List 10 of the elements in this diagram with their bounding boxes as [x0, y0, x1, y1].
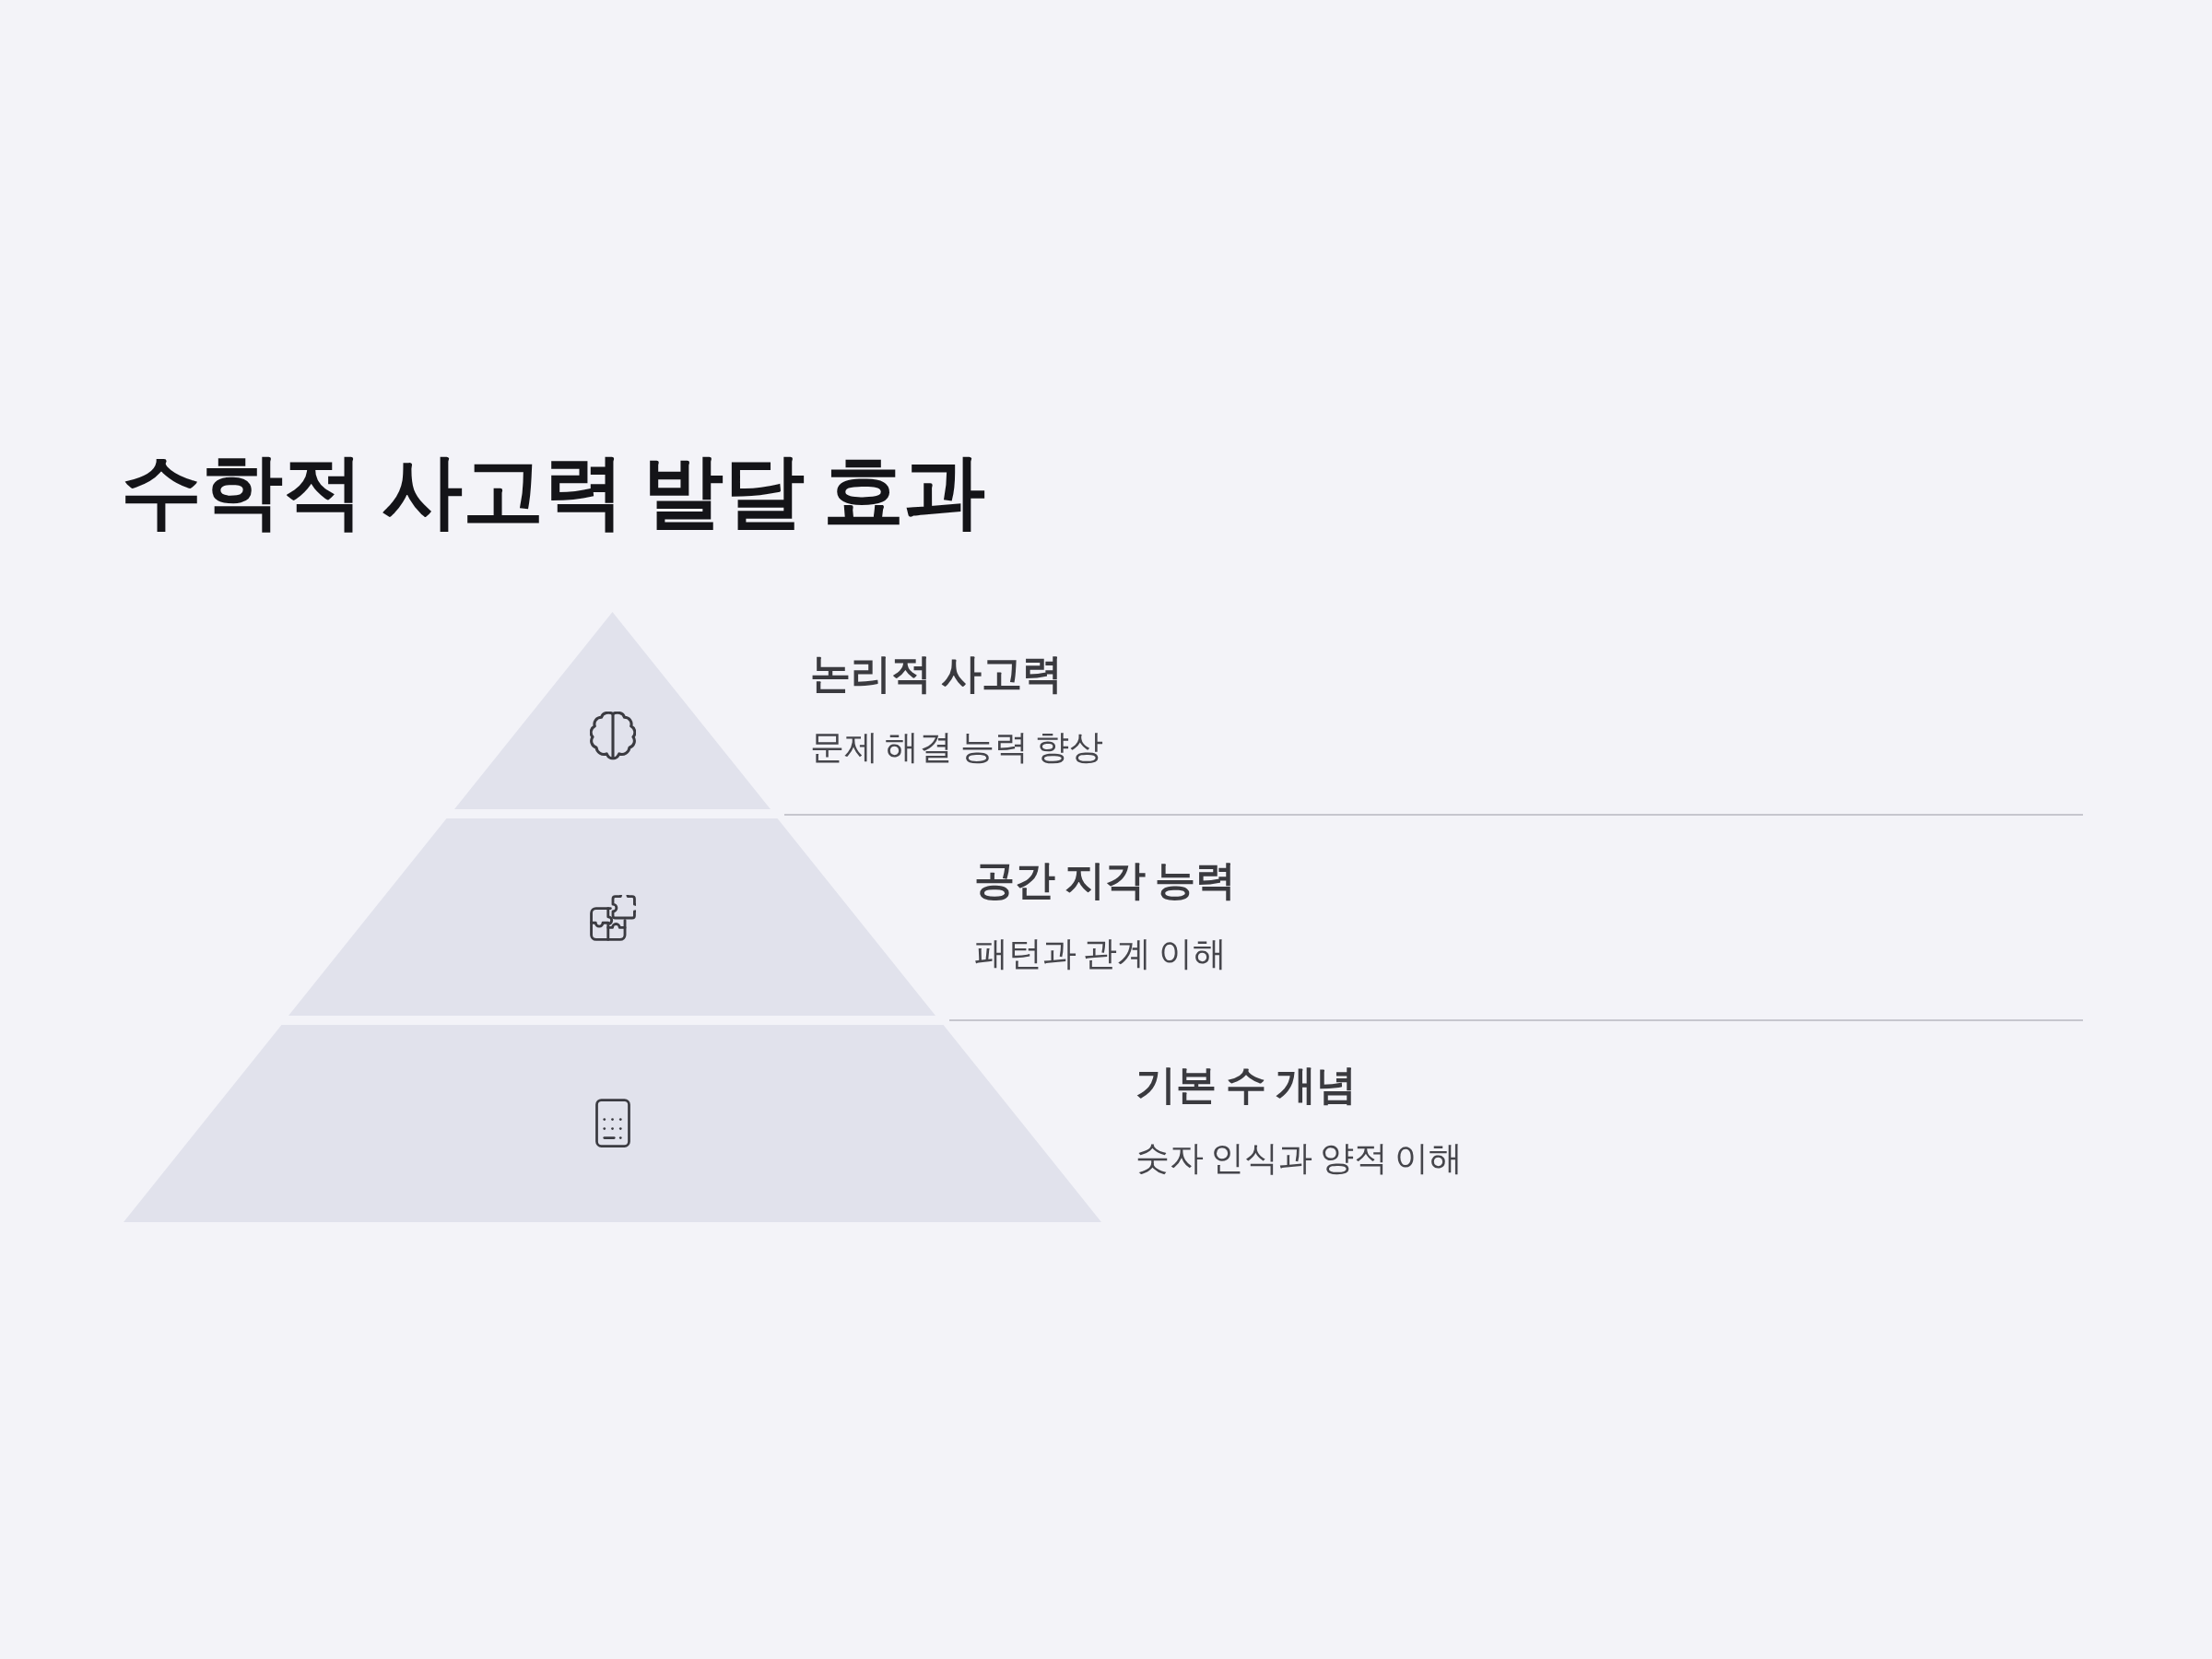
tier-description: 패턴과 관계 이해	[974, 933, 1227, 974]
tier-heading: 공간 지각 능력	[974, 856, 1237, 904]
pyramid-tier	[288, 818, 936, 1016]
pyramid-tier	[123, 1025, 1101, 1222]
title: 수학적 사고력 발달 효과	[121, 444, 985, 538]
tier-heading: 기본 수 개념	[1135, 1061, 1358, 1109]
pyramid-tier	[454, 612, 771, 809]
tier-heading: 논리적 사고력	[810, 650, 1064, 698]
tier-description: 문제 해결 능력 향상	[810, 726, 1103, 768]
tier-description: 숫자 인식과 양적 이해	[1135, 1137, 1463, 1179]
